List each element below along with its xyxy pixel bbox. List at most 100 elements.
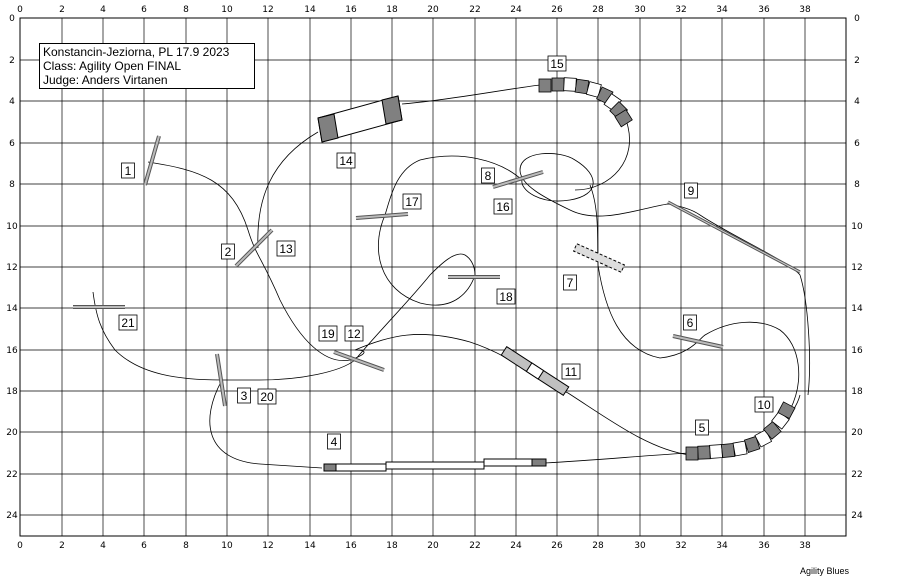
tunnel-segment: [697, 445, 711, 460]
tunnel-segment: [685, 446, 699, 461]
y-tick-label: 12: [851, 263, 862, 273]
obstacle-label-box: [237, 387, 251, 404]
x-tick-label: 38: [799, 541, 811, 551]
x-tick-label: 28: [592, 5, 604, 15]
obstacle-label-box: [257, 388, 277, 405]
x-tick-label: 28: [592, 541, 604, 551]
x-tick-label: 12: [262, 5, 273, 15]
y-tick-label: 14: [851, 304, 863, 314]
x-tick-label: 20: [427, 5, 439, 15]
y-tick-label: 20: [851, 428, 863, 438]
path-segment-tunnel: [209, 84, 800, 469]
jump-3: [215, 353, 227, 407]
x-tick-label: 16: [345, 5, 357, 15]
x-tick-label: 30: [634, 541, 646, 551]
x-tick-label: 4: [100, 541, 106, 551]
x-tick-label: 22: [469, 541, 480, 551]
obstacle-number: 9: [688, 184, 695, 198]
obstacle-label-box: [118, 314, 138, 331]
y-tick-label: 18: [851, 387, 863, 397]
axis-ticks: 0022446688101012121414161618182020222224…: [6, 5, 863, 551]
y-tick-label: 2: [9, 56, 15, 66]
x-tick-label: 26: [551, 541, 563, 551]
x-tick-label: 14: [304, 5, 316, 15]
obstacle-label-box: [327, 433, 341, 450]
y-tick-label: 2: [854, 56, 860, 66]
x-tick-label: 36: [758, 5, 770, 15]
x-tick-label: 2: [59, 541, 65, 551]
y-tick-label: 0: [854, 14, 860, 24]
obstacle-label-box: [336, 152, 356, 169]
obstacle-number: 4: [331, 435, 338, 449]
obstacle-label-box: [276, 240, 296, 257]
obstacle-number: 1: [125, 164, 132, 178]
x-tick-label: 4: [100, 5, 106, 15]
obstacle-number: 2: [225, 245, 232, 259]
tunnel-segment: [551, 77, 565, 92]
x-tick-label: 38: [799, 5, 811, 15]
y-tick-label: 16: [851, 346, 863, 356]
obstacle-label-box: [318, 325, 338, 342]
tunnel-segment: [585, 81, 602, 98]
course-class: Class: Agility Open FINAL: [43, 59, 182, 73]
x-tick-label: 24: [510, 5, 522, 15]
x-tick-label: 32: [675, 541, 686, 551]
tunnel-segment: [777, 401, 796, 420]
y-tick-label: 14: [6, 304, 18, 314]
tunnel-segment: [743, 435, 761, 454]
y-tick-label: 4: [854, 97, 860, 107]
obstacle-number: 14: [339, 154, 353, 168]
tunnel-5: [685, 401, 796, 461]
obstacle-number: 5: [699, 421, 706, 435]
tunnel-segment: [614, 109, 633, 128]
x-tick-label: 0: [17, 5, 23, 15]
y-tick-label: 20: [6, 428, 18, 438]
y-tick-label: 12: [6, 263, 17, 273]
dog-path: [147, 153, 810, 457]
obstacle-number: 12: [347, 327, 361, 341]
y-tick-label: 10: [851, 222, 863, 232]
y-tick-label: 6: [854, 139, 860, 149]
x-tick-label: 20: [427, 541, 439, 551]
tunnel-segment: [732, 440, 748, 457]
grid: [20, 18, 846, 536]
y-tick-label: 24: [6, 511, 18, 521]
tunnel-segment: [563, 77, 577, 92]
obstacle-number: 19: [321, 327, 335, 341]
x-tick-label: 6: [141, 541, 147, 551]
seesaw-11: [500, 345, 570, 397]
obstacle-number: 8: [485, 169, 492, 183]
y-tick-label: 8: [9, 180, 15, 190]
y-tick-label: 18: [6, 387, 18, 397]
weave-poles-9: [667, 200, 801, 274]
jump-17: [355, 212, 409, 220]
x-tick-label: 18: [386, 541, 398, 551]
jump-2: [234, 228, 274, 268]
x-tick-label: 2: [59, 5, 65, 15]
x-tick-label: 32: [675, 5, 686, 15]
y-tick-label: 10: [6, 222, 18, 232]
x-tick-label: 18: [386, 5, 398, 15]
jump-8: [492, 170, 544, 189]
x-tick-label: 8: [183, 541, 189, 551]
obstacle-number: 15: [550, 57, 564, 71]
obstacle-number: 10: [757, 398, 771, 412]
y-tick-label: 6: [9, 139, 15, 149]
tunnel-14: [317, 95, 403, 143]
x-tick-label: 10: [221, 541, 233, 551]
obstacle-label-box: [496, 288, 516, 305]
jump-12: [333, 350, 385, 372]
obstacle-label-box: [402, 193, 422, 210]
x-tick-label: 16: [345, 541, 357, 551]
obstacle-number: 7: [567, 276, 574, 290]
tunnel-segment: [720, 442, 736, 459]
obstacle-label-box: [754, 396, 774, 413]
x-tick-label: 10: [221, 5, 233, 15]
obstacle-label-box: [563, 274, 577, 291]
obstacle-label-box: [221, 243, 235, 260]
obstacle-number: 18: [499, 290, 513, 304]
obstacle-number: 6: [687, 316, 694, 330]
x-tick-label: 36: [758, 541, 770, 551]
course-location-date: Konstancin-Jeziorna, PL 17.9 2023: [43, 45, 230, 59]
